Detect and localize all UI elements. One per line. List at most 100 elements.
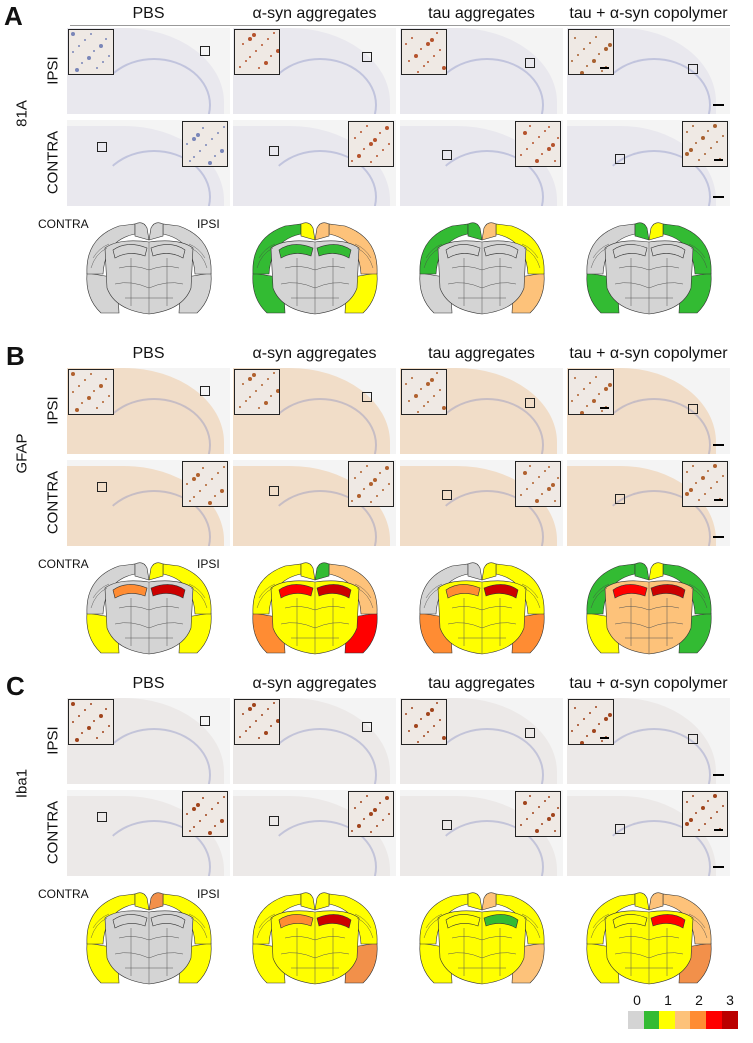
brain-heatmap bbox=[245, 218, 385, 316]
cell-dot bbox=[360, 801, 362, 803]
inset-magnified bbox=[401, 369, 447, 415]
micrograph bbox=[400, 120, 563, 206]
cell-dot bbox=[249, 396, 251, 398]
condition-title: α-syn aggregates bbox=[252, 345, 377, 362]
cell-dot bbox=[255, 50, 257, 52]
cell-dot bbox=[105, 378, 107, 380]
cell-dot bbox=[220, 149, 224, 153]
cell-dot bbox=[84, 39, 86, 41]
cell-dot bbox=[608, 383, 612, 387]
cell-dot bbox=[193, 156, 195, 158]
cell-dot bbox=[71, 32, 75, 36]
cell-dot bbox=[574, 377, 576, 379]
cell-dot bbox=[202, 797, 204, 799]
cell-dot bbox=[598, 53, 600, 55]
cell-dot bbox=[220, 819, 224, 823]
inset-magnified bbox=[682, 121, 728, 167]
cell-dot bbox=[577, 724, 579, 726]
cell-dot bbox=[538, 136, 540, 138]
stain-marker-label: GFAP bbox=[13, 433, 31, 474]
roi-box bbox=[97, 812, 107, 822]
cell-dot bbox=[242, 713, 244, 715]
roi-box bbox=[200, 716, 210, 726]
cell-dot bbox=[547, 817, 551, 821]
cell-dot bbox=[370, 831, 372, 833]
inset-magnified bbox=[182, 121, 228, 167]
cell-dot bbox=[589, 712, 591, 714]
row-label-ipsi: IPSI bbox=[44, 396, 62, 425]
stain-marker-label: Iba1 bbox=[13, 768, 31, 799]
cell-dot bbox=[208, 831, 212, 835]
roi-box bbox=[525, 728, 535, 738]
micrograph bbox=[67, 698, 230, 784]
cell-dot bbox=[223, 796, 225, 798]
roi-box bbox=[362, 52, 372, 62]
legend-tick: 0 bbox=[633, 992, 641, 1008]
panel-letter-c: C bbox=[6, 671, 25, 701]
cell-dot bbox=[583, 718, 585, 720]
map-label-ipsi: IPSI bbox=[197, 887, 220, 901]
cell-dot bbox=[408, 730, 410, 732]
cell-dot bbox=[351, 830, 353, 832]
cell-dot bbox=[78, 385, 80, 387]
cell-dot bbox=[211, 478, 213, 480]
condition-title: tau aggregates bbox=[428, 345, 535, 362]
roi-box bbox=[615, 824, 625, 834]
cell-dot bbox=[427, 401, 429, 403]
cell-dot bbox=[199, 150, 201, 152]
cell-dot bbox=[692, 795, 694, 797]
cell-dot bbox=[430, 38, 434, 42]
inset-magnified bbox=[182, 461, 228, 507]
cell-dot bbox=[604, 387, 608, 391]
cell-dot bbox=[589, 382, 591, 384]
cell-dot bbox=[574, 707, 576, 709]
cell-dot bbox=[248, 37, 252, 41]
cell-dot bbox=[685, 822, 689, 826]
legend-tick: 2 bbox=[695, 992, 703, 1008]
roi-box bbox=[442, 820, 452, 830]
cell-dot bbox=[196, 803, 200, 807]
cell-dot bbox=[273, 372, 275, 374]
cell-dot bbox=[442, 406, 446, 410]
scale-bar bbox=[713, 104, 724, 106]
legend-tick: 1 bbox=[664, 992, 672, 1008]
brain-heatmap bbox=[579, 888, 719, 986]
row-label-contra: CONTRA bbox=[44, 470, 62, 535]
cell-dot bbox=[685, 152, 689, 156]
cell-dot bbox=[72, 721, 74, 723]
roi-box bbox=[97, 142, 107, 152]
cell-dot bbox=[370, 501, 372, 503]
roi-box bbox=[615, 154, 625, 164]
cell-dot bbox=[264, 731, 268, 735]
legend-tick: 3 bbox=[726, 992, 734, 1008]
cell-dot bbox=[205, 144, 207, 146]
cell-dot bbox=[710, 147, 712, 149]
cell-dot bbox=[442, 66, 446, 70]
inset-magnified bbox=[68, 699, 114, 745]
cell-dot bbox=[261, 714, 263, 716]
cell-dot bbox=[189, 830, 191, 832]
condition-title: tau + α-syn copolymer bbox=[569, 5, 728, 22]
inset-magnified bbox=[68, 369, 114, 415]
cell-dot bbox=[713, 124, 717, 128]
cell-dot bbox=[363, 488, 365, 490]
cell-dot bbox=[252, 373, 256, 377]
inset-magnified bbox=[182, 791, 228, 837]
cell-dot bbox=[382, 149, 384, 151]
roi-box bbox=[200, 386, 210, 396]
cell-dot bbox=[373, 138, 377, 142]
cell-dot bbox=[90, 33, 92, 35]
cell-dot bbox=[442, 736, 446, 740]
cell-dot bbox=[208, 501, 212, 505]
cell-dot bbox=[716, 141, 718, 143]
cell-dot bbox=[532, 812, 534, 814]
cell-dot bbox=[689, 488, 693, 492]
cell-dot bbox=[273, 702, 275, 704]
cell-dot bbox=[405, 713, 407, 715]
cell-dot bbox=[252, 703, 256, 707]
scale-bar bbox=[713, 444, 724, 446]
micrograph bbox=[567, 120, 730, 206]
micrograph bbox=[67, 790, 230, 876]
cell-dot bbox=[535, 159, 539, 163]
cell-dot bbox=[239, 736, 241, 738]
